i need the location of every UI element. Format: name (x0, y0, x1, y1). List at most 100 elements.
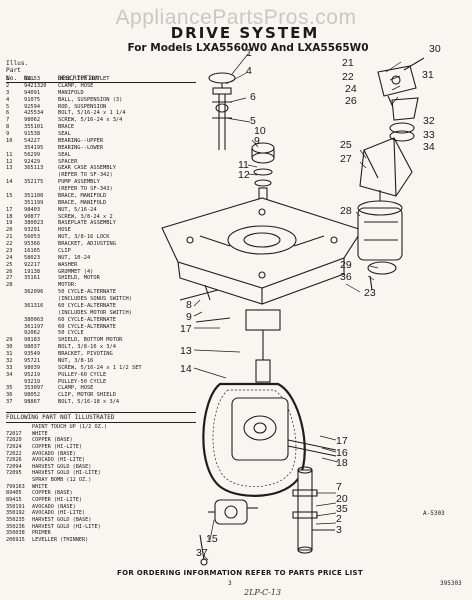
part-number: 92062 (24, 330, 41, 337)
page-number: 3 (228, 580, 232, 587)
illus-number: 3 (6, 89, 10, 96)
callout-29: 29 (340, 259, 352, 271)
part-number: 98403 (24, 206, 41, 213)
part-description: HOSE, TUB OUTLET (58, 76, 110, 82)
part-description: MANIFOLD (58, 89, 84, 96)
transmission-housing (231, 397, 289, 461)
part-description: 60 CYCLE-ALTERNATE (58, 323, 116, 330)
illus-number: 37 (6, 399, 13, 406)
callout-37: 37 (196, 547, 208, 559)
callout-33: 33 (423, 129, 435, 141)
baseplate-assembly (161, 197, 363, 289)
callout-27: 27 (340, 153, 352, 165)
header-no: No. (6, 74, 18, 82)
illus-number: 26 (6, 268, 13, 275)
part-number: 56053 (24, 234, 41, 241)
motor (357, 207, 403, 261)
callout-32: 32 (423, 115, 435, 127)
part-number: 353097 (24, 385, 44, 392)
header-description: DESCRIPTION (58, 74, 99, 82)
part-description: HARVEST GOLD (BASE) (32, 516, 92, 523)
part-number: 98039 (24, 364, 41, 371)
illus-number: 34 (6, 371, 13, 378)
part-description: HARVEST GOLD (HI-LITE) (32, 470, 101, 477)
seal-11 (253, 168, 273, 176)
callout-7: 7 (336, 481, 342, 493)
illus-number: 8 (6, 124, 10, 131)
bottom-motor-shield (367, 261, 397, 275)
callout-3: 3 (336, 524, 342, 536)
part-number: 16165 (24, 247, 41, 254)
suspension-ball (215, 103, 229, 113)
illus-number: 10 (6, 137, 13, 144)
part-description: SPRAY BOMB (12 OZ.) (32, 477, 92, 484)
part-description: BRACE (58, 124, 75, 131)
parts-row: 361197 60 CYCLE-ALTERNATE (6, 324, 196, 331)
not-illustrated-row: SPRAY BOMB (12 OZ.) (6, 477, 196, 484)
part-description: SHIELD, MOTOR (58, 275, 100, 282)
part-description: HOSE (58, 227, 71, 234)
part-description: NUT, 10-24 (58, 254, 91, 261)
part-number: 72020 (6, 437, 22, 444)
part-number: 98062 (24, 117, 41, 124)
part-number: 361197 (24, 323, 44, 330)
part-number: 72095 (6, 470, 22, 477)
part-description: 50 CYCLE-ALTERNATE (58, 289, 116, 296)
callout-17-lower: 17 (336, 435, 348, 447)
illus-number: 11 (6, 151, 13, 158)
part-description: COPPER (HI-LITE) (32, 497, 82, 504)
part-number: 58023 (24, 254, 41, 261)
parts-row: (INCLUDES SONUS SWITCH) (6, 296, 196, 303)
illus-number: 22 (6, 241, 13, 247)
part-description: 60 CYCLE-ALTERNATE (58, 302, 116, 309)
part-description: COPPER (BASE) (32, 490, 73, 497)
illus-number: 21 (6, 234, 13, 241)
part-number: 72094 (6, 463, 22, 470)
part-description: WHITE (32, 483, 48, 490)
part-description: COPPER (HI-LITE) (32, 443, 82, 450)
motor-shield (359, 137, 413, 197)
part-number: 93219 (24, 378, 41, 385)
part-number: 98183 (24, 337, 41, 344)
part-description: AVOCADO (BASE) (32, 450, 76, 457)
part-number: 93549 (24, 351, 41, 357)
part-description: NUT, 3/8-16 (58, 357, 94, 364)
part-description: AVOCADO (HI-LITE) (32, 510, 86, 517)
callout-2: 2 (336, 513, 342, 525)
part-description: HARVEST GOLD (BASE) (32, 463, 92, 470)
page-title: DRIVE SYSTEM (170, 24, 320, 42)
gear-case (245, 309, 281, 331)
illus-number: 6 (6, 110, 10, 117)
part-number: 89415 (6, 497, 22, 504)
callout-15: 15 (206, 533, 218, 545)
figure-code: A-5303 (423, 510, 445, 517)
illus-number: 4 (6, 96, 10, 103)
part-number: 72024 (6, 443, 22, 450)
callout-22: 22 (342, 71, 354, 83)
illus-number: 35 (6, 385, 13, 392)
handwritten-note: 2LP-C-13 (244, 588, 282, 597)
illus-number: 5 (6, 103, 10, 110)
part-description: NUT, 5/16-24 (58, 206, 97, 213)
part-number: 351199 (24, 199, 44, 206)
callout-24: 24 (345, 83, 357, 95)
callout-36: 36 (340, 271, 352, 283)
part-description: BRACE, MANIFOLD (58, 199, 107, 206)
parts-table-header: Illus. Part No. No. DESCRIPTION (6, 60, 196, 84)
part-description: BRACKET, ADJUSTING (58, 241, 116, 247)
part-description: GEAR CASE ASSEMBLY (58, 165, 116, 172)
part-description: SCREW, 3/8-24 x 2 (58, 213, 113, 220)
